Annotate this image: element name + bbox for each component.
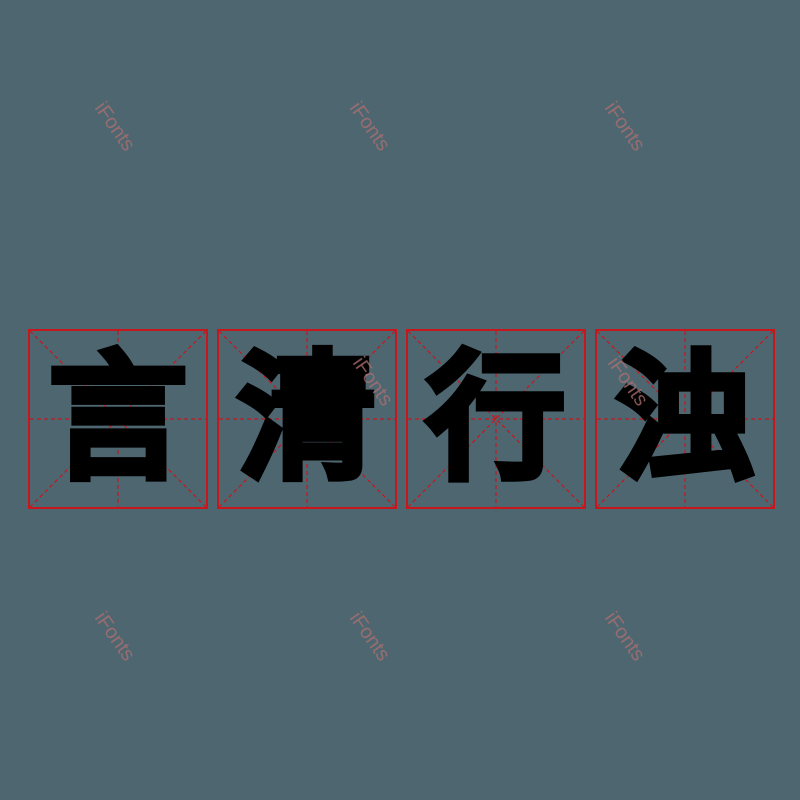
- grid-lines: [219, 331, 395, 507]
- character-box-2: 清: [217, 329, 397, 509]
- grid-lines: [408, 331, 584, 507]
- watermark: iFonts: [599, 98, 650, 156]
- character-glyph: 浊: [613, 338, 757, 499]
- watermark: iFonts: [344, 98, 395, 156]
- character-box-3: 行: [406, 329, 586, 509]
- watermark: iFonts: [89, 608, 140, 666]
- grid-lines: [597, 331, 773, 507]
- grid-lines: [30, 331, 206, 507]
- character-box-1: 言: [28, 329, 208, 509]
- character-glyph: 行: [424, 338, 568, 499]
- watermark: iFonts: [344, 608, 395, 666]
- watermark: iFonts: [89, 98, 140, 156]
- character-glyph: 清: [235, 338, 379, 499]
- watermark: iFonts: [599, 608, 650, 666]
- character-box-4: 浊: [595, 329, 775, 509]
- character-glyph: 言: [46, 338, 190, 499]
